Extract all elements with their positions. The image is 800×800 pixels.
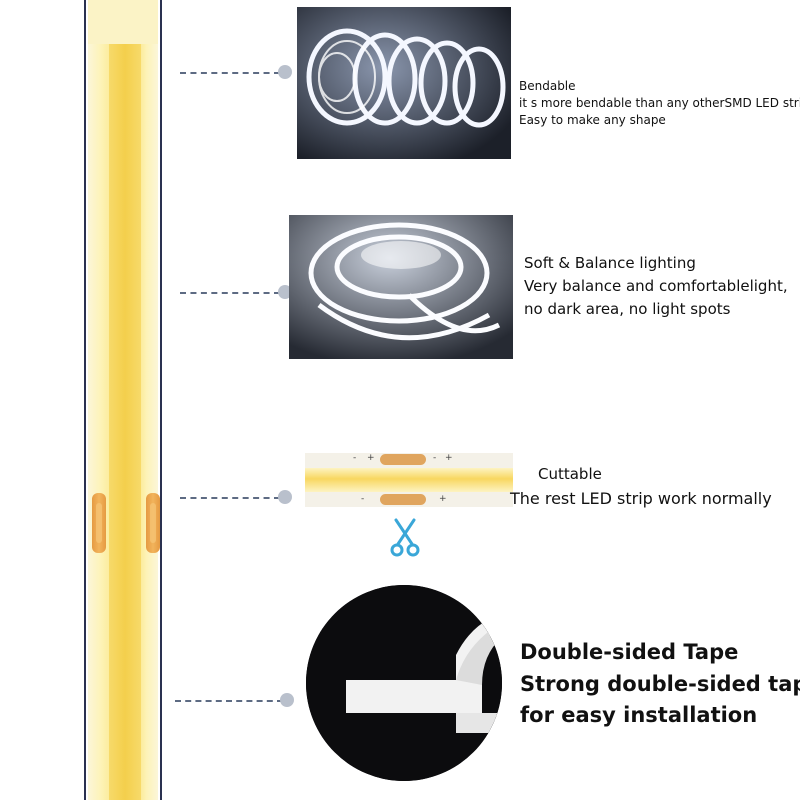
strip-right-edge [160, 0, 162, 800]
cut-led-strip-segment: - + - + - + [305, 453, 513, 507]
feature-description-line: for easy installation [520, 703, 758, 727]
solder-pad-top [380, 454, 426, 465]
feature-description-line: Strong double-sided tape [520, 672, 800, 696]
polarity-mark: + [445, 453, 453, 463]
feature-title: Soft & Balance lighting [524, 254, 696, 272]
feature-title: Double-sided Tape [520, 640, 739, 664]
strip-solder-pad-right [146, 493, 160, 553]
polarity-mark: - [361, 494, 365, 504]
strip-solder-pad-left [92, 493, 106, 553]
connector-node [278, 285, 292, 299]
connector-node [278, 490, 292, 504]
feature-title: Cuttable [538, 465, 602, 483]
polarity-mark: - [433, 453, 437, 463]
strip-top-end [88, 0, 158, 44]
scissors-icon [390, 518, 420, 558]
feature-description-line: it s more bendable than any otherSMD LED… [519, 96, 800, 110]
feature-title: Bendable [519, 79, 576, 93]
feature-description-line: Very balance and comfortablelight, [524, 277, 788, 295]
polarity-mark: + [367, 453, 375, 463]
strip-phosphor [305, 468, 513, 492]
adhesive-tape-photo [306, 585, 502, 781]
solder-pad-bottom [380, 494, 426, 505]
connector-line [180, 292, 280, 294]
strip-left-edge [84, 0, 86, 800]
connector-node [280, 693, 294, 707]
feature-description-line: no dark area, no light spots [524, 300, 731, 318]
connector-line [175, 700, 283, 702]
glowing-led-strip-photo [289, 215, 513, 359]
connector-node [278, 65, 292, 79]
feature-description-line: Easy to make any shape [519, 113, 666, 127]
connector-line [180, 497, 280, 499]
polarity-mark: - [353, 453, 357, 463]
coiled-led-strip-photo [297, 7, 511, 159]
strip-phosphor-core [109, 0, 141, 800]
polarity-mark: + [439, 494, 447, 504]
feature-description-line: The rest LED strip work normally [510, 489, 772, 508]
connector-line [180, 72, 280, 74]
